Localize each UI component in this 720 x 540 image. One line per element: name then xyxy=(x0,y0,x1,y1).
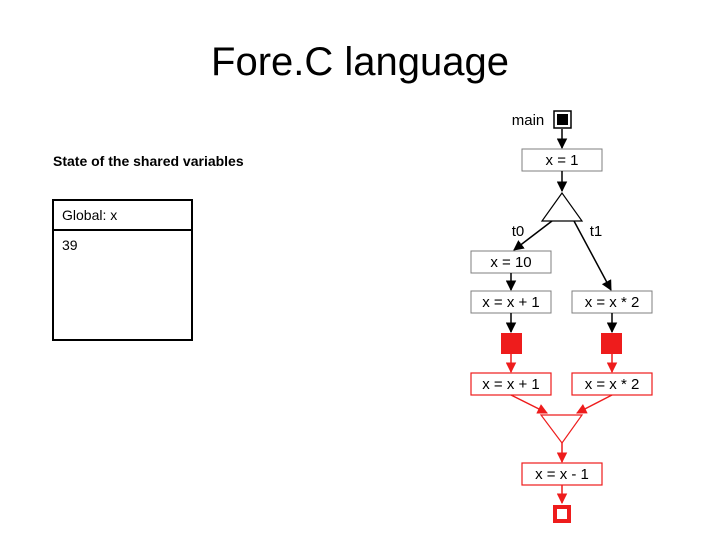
shared-variables-heading: State of the shared variables xyxy=(53,153,244,169)
end-node-inner xyxy=(557,509,567,519)
thread-label-t1: t1 xyxy=(590,223,603,240)
node-t0-incr-label: x = x + 1 xyxy=(482,294,540,311)
pause-node-t1 xyxy=(601,333,622,354)
node-init-label: x = 1 xyxy=(546,152,579,169)
variable-header: Global: x xyxy=(54,201,191,231)
main-label: main xyxy=(512,112,545,129)
node-t1-mult-label: x = x * 2 xyxy=(585,294,640,311)
fork-node xyxy=(540,191,584,222)
join-node xyxy=(539,414,584,445)
shared-variables-table: Global: x 39 xyxy=(52,199,193,341)
page-title: Fore.C language xyxy=(211,40,509,84)
node-final-label: x = x - 1 xyxy=(535,466,589,483)
variable-value: 39 xyxy=(62,237,78,253)
main-start-marker xyxy=(557,114,568,125)
node-t0-incr-active-label: x = x + 1 xyxy=(482,376,540,393)
arrow-fork-to-t1 xyxy=(573,220,612,291)
arrow-red-incr-to-join xyxy=(510,394,548,414)
node-t1-mult-active-label: x = x * 2 xyxy=(585,376,640,393)
arrow-red-mult-to-join xyxy=(576,394,613,414)
node-t0-assign-label: x = 10 xyxy=(490,254,531,271)
pause-node-t0 xyxy=(501,333,522,354)
thread-label-t0: t0 xyxy=(512,223,525,240)
arrow-fork-to-t0 xyxy=(513,220,553,251)
